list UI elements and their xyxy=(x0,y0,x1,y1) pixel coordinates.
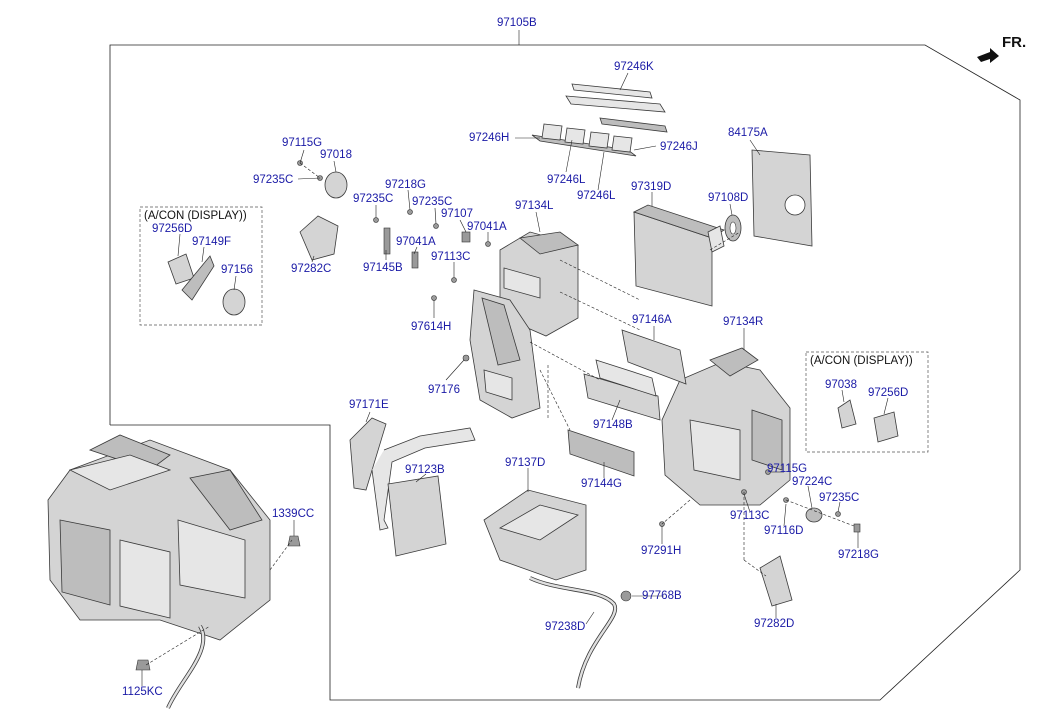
label-1125KC[interactable]: 1125KC xyxy=(122,686,163,698)
label-97041A-a[interactable]: 97041A xyxy=(467,221,507,233)
label-97246J[interactable]: 97246J xyxy=(660,141,698,153)
heater-core-97123B xyxy=(387,475,447,557)
label-97235C-a[interactable]: 97235C xyxy=(253,174,294,186)
label-97768B[interactable]: 97768B xyxy=(642,590,682,602)
label-97218G-b[interactable]: 97218G xyxy=(838,549,879,561)
label-97246H[interactable]: 97246H xyxy=(469,132,510,144)
label-97319D[interactable]: 97319D xyxy=(631,181,672,193)
label-97256D-left[interactable]: 97256D xyxy=(152,223,193,235)
label-97224C[interactable]: 97224C xyxy=(792,476,833,488)
actuator-97256D-right xyxy=(873,411,899,443)
label-97176[interactable]: 97176 xyxy=(428,384,460,396)
label-97115G-b[interactable]: 97115G xyxy=(767,463,808,475)
label-97146A[interactable]: 97146A xyxy=(632,314,672,326)
plate-84175A xyxy=(751,149,813,247)
label-84175A[interactable]: 84175A xyxy=(728,127,768,139)
label-97115G-a[interactable]: 97115G xyxy=(282,137,323,149)
option-note-right: (A/CON (DISPLAY)) xyxy=(810,355,913,367)
label-97145B[interactable]: 97145B xyxy=(363,262,403,274)
option-note-left: (A/CON (DISPLAY)) xyxy=(144,210,247,222)
label-97113C-a[interactable]: 97113C xyxy=(431,251,471,263)
tray-97137D xyxy=(483,489,587,581)
label-97038[interactable]: 97038 xyxy=(825,379,857,391)
label-97116D[interactable]: 97116D xyxy=(764,525,804,537)
evaporator-97319D xyxy=(632,204,725,307)
label-1339CC[interactable]: 1339CC xyxy=(272,508,315,520)
actuator-97256D-left xyxy=(167,253,195,285)
label-97156[interactable]: 97156 xyxy=(221,264,253,276)
filter-97144G xyxy=(567,429,635,477)
label-97238D[interactable]: 97238D xyxy=(545,621,586,633)
fastener-set xyxy=(135,160,861,671)
label-97291H[interactable]: 97291H xyxy=(641,545,682,557)
label-97218G-a[interactable]: 97218G xyxy=(385,179,426,191)
label-97018[interactable]: 97018 xyxy=(320,149,352,161)
assembly-guides xyxy=(145,162,855,666)
label-97137D[interactable]: 97137D xyxy=(505,457,546,469)
front-direction-label: FR. xyxy=(1002,34,1027,51)
motor-97156 xyxy=(222,288,246,316)
actuator-97038 xyxy=(837,399,857,429)
filter-97146A xyxy=(621,329,687,385)
label-97246L-a[interactable]: 97246L xyxy=(547,174,586,186)
assembly-frame xyxy=(109,44,1021,701)
label-97148B[interactable]: 97148B xyxy=(593,419,633,431)
hvac-assembly xyxy=(47,434,271,641)
label-97134L[interactable]: 97134L xyxy=(515,200,554,212)
case-upper-97134L xyxy=(499,231,579,337)
label-97149F[interactable]: 97149F xyxy=(192,236,232,248)
label-97282C[interactable]: 97282C xyxy=(291,263,332,275)
motor-97018 xyxy=(324,171,348,199)
label-97041A-b[interactable]: 97041A xyxy=(396,236,436,248)
duct-97171E xyxy=(349,417,387,491)
leader-lines xyxy=(141,72,889,686)
actuator-97282D xyxy=(759,555,793,607)
actuator-97282C xyxy=(299,215,339,261)
label-97134R[interactable]: 97134R xyxy=(723,316,764,328)
filter-seal-set xyxy=(531,83,668,157)
option-box-right xyxy=(805,351,929,453)
label-97246K[interactable]: 97246K xyxy=(614,61,654,73)
case-right-97134R xyxy=(661,347,791,506)
front-direction-arrow xyxy=(977,48,999,63)
label-97107[interactable]: 97107 xyxy=(441,208,473,220)
label-97246L-b[interactable]: 97246L xyxy=(577,190,616,202)
label-97144G[interactable]: 97144G xyxy=(581,478,622,490)
label-97108D[interactable]: 97108D xyxy=(708,192,749,204)
label-97614H[interactable]: 97614H xyxy=(411,321,452,333)
label-97171E[interactable]: 97171E xyxy=(349,399,389,411)
bracket-97149F xyxy=(181,255,215,301)
motor-97224C xyxy=(805,507,823,523)
label-97235C-c[interactable]: 97235C xyxy=(412,196,453,208)
option-box-left xyxy=(139,206,263,326)
label-97256D-right[interactable]: 97256D xyxy=(868,387,909,399)
label-97123B[interactable]: 97123B xyxy=(405,464,445,476)
label-97282D[interactable]: 97282D xyxy=(754,618,795,630)
label-97113C-b[interactable]: 97113C xyxy=(730,510,770,522)
case-left xyxy=(469,289,541,419)
label-97235C-b[interactable]: 97235C xyxy=(353,193,394,205)
label-97235C-d[interactable]: 97235C xyxy=(819,492,860,504)
label-97105B[interactable]: 97105B xyxy=(497,17,537,29)
